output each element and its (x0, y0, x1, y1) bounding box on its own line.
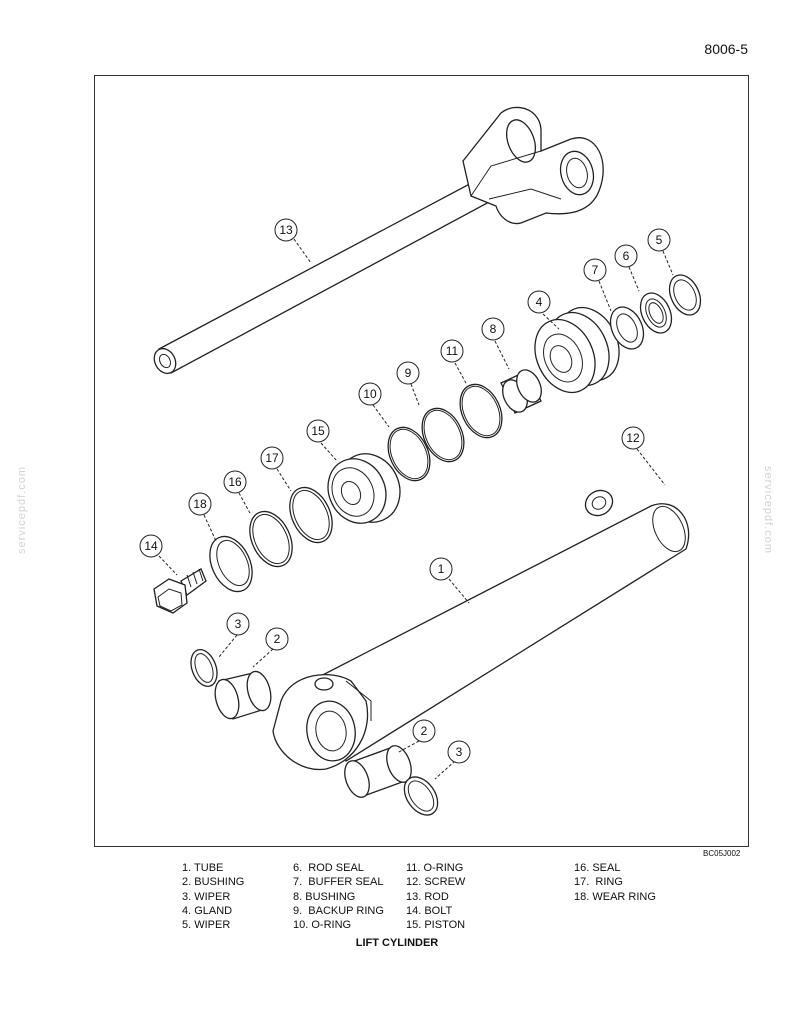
watermark-right: servicepdf.com (762, 466, 774, 554)
callout-4: 4 (527, 290, 551, 314)
callout-13-label: 13 (279, 223, 293, 237)
legend-item: 17. RING (574, 876, 623, 889)
figure-code: BC05J002 (703, 849, 741, 858)
figure-caption: LIFT CYLINDER (355, 937, 439, 949)
legend-item: 13. ROD (406, 890, 449, 903)
gland-part (534, 306, 620, 394)
callout-5-label: 5 (656, 233, 663, 247)
callout-9-label: 9 (405, 366, 412, 380)
callout-14: 14 (139, 534, 163, 558)
callout-2-lower-label: 2 (421, 724, 428, 738)
legend-item: 6. ROD SEAL (293, 862, 364, 874)
legend-item: 12. SCREW (406, 876, 466, 889)
legend-column-4: 16. SEAL 17. RING 18. WEAR RING (574, 861, 656, 904)
callout-6: 6 (614, 244, 638, 268)
legend-item: 1. TUBE (182, 862, 224, 874)
bushing-2b-part (344, 745, 412, 798)
callout-5: 5 (647, 228, 671, 252)
buffer-seal-part (609, 306, 645, 350)
callout-3-upper: 3 (226, 612, 250, 636)
callout-12-label: 12 (626, 431, 640, 445)
legend-item: 16. SEAL (574, 862, 621, 874)
callout-1-label: 1 (438, 562, 445, 576)
o-ring-10-part (387, 426, 431, 482)
exploded-view-diagram: 13 5 6 7 4 8 11 9 10 15 17 16 18 14 12 1… (139, 106, 702, 816)
callout-18: 18 (188, 492, 212, 516)
callout-11: 11 (440, 339, 464, 363)
legend-item: 18. WEAR RING (574, 890, 656, 903)
legend-column-3: 11. O-RING 12. SCREW 13. ROD 14. BOLT 15… (406, 861, 465, 932)
legend-column-1: 1. TUBE 2. BUSHING 3. WIPER 4. GLAND 5. … (182, 861, 244, 932)
wiper-5-part (668, 274, 702, 316)
callout-16: 16 (223, 470, 247, 494)
legend-item: 2. BUSHING (182, 876, 245, 889)
piston-part (327, 453, 401, 524)
callout-7: 7 (583, 258, 607, 282)
callout-18-label: 18 (193, 497, 207, 511)
rod-part (153, 106, 604, 375)
wear-ring-part (209, 535, 253, 593)
callout-17: 17 (260, 446, 284, 470)
callout-1: 1 (429, 557, 453, 581)
seal-part (249, 510, 293, 568)
legend-item: 5. WIPER (182, 919, 231, 932)
callout-7-label: 7 (592, 263, 599, 277)
callout-6-label: 6 (623, 249, 630, 263)
o-ring-11-part (459, 383, 503, 439)
callout-3-lower-label: 3 (456, 745, 463, 759)
legend-item: 8. BUSHING (293, 890, 356, 903)
callout-11-label: 11 (446, 344, 459, 358)
callout-2-upper: 2 (265, 627, 289, 651)
callout-15-label: 15 (311, 424, 325, 438)
wiper-3b-part (403, 776, 439, 816)
diagram-frame: 13 5 6 7 4 8 11 9 10 15 17 16 18 14 12 1… (94, 75, 749, 847)
wiper-3a-part (190, 649, 218, 687)
legend-item: 3. WIPER (182, 890, 231, 903)
callout-9: 9 (396, 361, 420, 385)
callout-2-lower: 2 (412, 719, 436, 743)
bushing-8-part (500, 369, 542, 414)
callout-2-upper-label: 2 (274, 632, 281, 646)
legend-item: 9. BACKUP RING (293, 904, 384, 917)
page-number: 8006-5 (704, 41, 748, 57)
callout-12: 12 (621, 426, 645, 450)
callout-3-upper-label: 3 (235, 617, 242, 631)
callout-13: 13 (274, 218, 298, 242)
callout-4-label: 4 (536, 295, 543, 309)
backup-ring-part (421, 407, 465, 463)
callout-8-label: 8 (490, 322, 497, 336)
callout-17-label: 17 (265, 451, 279, 465)
callout-8: 8 (481, 317, 505, 341)
legend-item: 10. O-RING (293, 919, 352, 932)
legend-item: 15. PISTON (406, 919, 466, 932)
ring-part (289, 486, 333, 544)
callout-14-label: 14 (144, 539, 158, 553)
legend-item: 7. BUFFER SEAL (293, 876, 384, 889)
callout-10: 10 (358, 382, 382, 406)
watermark-left: servicepdf.com (16, 466, 28, 554)
legend-item: 14. BOLT (406, 904, 453, 917)
bolt-part (153, 568, 207, 614)
callout-3-lower: 3 (447, 740, 471, 764)
bushing-2a-part (214, 670, 272, 720)
legend-item: 11. O-RING (406, 862, 464, 874)
legend-column-2: 6. ROD SEAL 7. BUFFER SEAL 8. BUSHING 9.… (293, 861, 384, 932)
callout-15: 15 (306, 419, 330, 443)
callout-10-label: 10 (363, 387, 377, 401)
legend-item: 4. GLAND (182, 904, 233, 917)
rod-seal-part (639, 292, 673, 334)
tube-part (272, 489, 690, 771)
leader-lines (158, 238, 674, 780)
callout-16-label: 16 (228, 475, 242, 489)
